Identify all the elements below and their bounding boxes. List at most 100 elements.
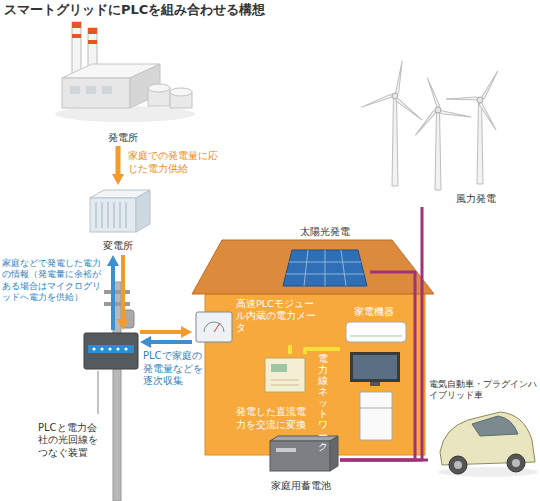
inverter	[271, 364, 287, 372]
appliances: 家電機器	[340, 305, 408, 442]
wind-turbine	[480, 71, 500, 102]
utility-pole	[104, 282, 134, 501]
node-label: 電気自動車・プラグインハイブリッド車	[429, 379, 537, 402]
edge-label: 家庭での発電量に応じた電力供給	[128, 150, 223, 175]
connector	[112, 146, 124, 185]
connector-line	[121, 255, 125, 322]
power-plant-illustration	[148, 84, 170, 92]
diagram-title: スマートグリッドにPLCを組み合わせる構想	[4, 2, 265, 18]
wind-turbine	[477, 100, 497, 131]
wind-turbine	[477, 100, 483, 184]
connector-line	[140, 330, 184, 334]
house-illustration	[192, 240, 434, 294]
electric-meter	[196, 312, 232, 342]
substation-illustration	[90, 190, 150, 232]
electric-meter	[214, 323, 220, 332]
power-plant-illustration	[88, 28, 97, 34]
node-label: 発電所	[108, 132, 138, 145]
wind-turbine	[446, 71, 500, 184]
network-label: 電力線ネットワーク	[318, 353, 328, 452]
plc-device	[108, 347, 111, 350]
power-plant-illustration	[62, 78, 130, 108]
electric-car	[454, 461, 462, 469]
solar-power: 太陽光発電	[280, 226, 370, 288]
edge-label-box: 家庭などで発電した電力の情報（発電量に余裕がある場合はマイクログリッドへ電力を供…	[2, 258, 102, 303]
power-plant-illustration	[88, 40, 97, 44]
arrow-head	[140, 336, 151, 348]
wind-turbine	[477, 97, 483, 103]
connector-line	[340, 459, 428, 462]
substation: 変電所	[83, 185, 153, 255]
connector-line	[148, 340, 192, 344]
plc-device	[84, 333, 138, 369]
house-illustration	[205, 294, 425, 455]
solar-panel	[283, 250, 367, 286]
substation-illustration	[136, 190, 150, 232]
inverter: 発電した直流電力を交流に変換	[235, 354, 312, 432]
node-label: 家電機器	[354, 306, 394, 319]
edge-label: 家庭などで発電した電力の情報（発電量に余裕がある場合はマイクログリッドへ電力を供…	[2, 258, 102, 303]
solar-panel	[283, 250, 367, 286]
wind-turbine	[392, 93, 398, 99]
wind-power: 風力発電	[356, 56, 518, 207]
home-appliances	[360, 408, 392, 409]
title-box: スマートグリッドにPLCを組み合わせる構想	[4, 2, 265, 18]
wind-turbine	[395, 61, 404, 97]
wind-turbine	[435, 110, 441, 190]
utility-pole	[104, 290, 130, 294]
power-plant-illustration	[170, 88, 192, 96]
node-label: 太陽光発電	[300, 226, 350, 239]
plc-gateway: PLCと電力会社の光回線をつなぐ装置	[36, 330, 140, 462]
arrow-head	[117, 319, 129, 330]
inverter	[265, 358, 305, 392]
solar-panel	[286, 250, 364, 286]
home-appliances	[350, 336, 402, 337]
connector	[340, 460, 428, 461]
node-label: 発電した直流電力を交流に変換	[236, 406, 311, 431]
home-battery: 家庭用蓄電池	[262, 438, 340, 494]
arrow-head	[112, 174, 124, 185]
plc-device	[124, 347, 127, 350]
power-plant: 発電所	[55, 22, 190, 146]
wind-turbine	[414, 108, 438, 136]
connector	[140, 326, 192, 348]
edge-label-box: PLCで家庭の発電量などを逐次収集	[143, 350, 205, 388]
connector	[340, 207, 422, 460]
home-appliances	[353, 355, 397, 379]
free-label-box: 電力線ネットワーク	[318, 353, 328, 452]
plc-device	[116, 347, 119, 350]
connector	[107, 255, 129, 330]
node-label: 風力発電	[456, 193, 496, 206]
power-plant-illustration	[86, 86, 96, 94]
home-appliances	[370, 382, 380, 386]
edge-label-box: 家庭での発電量に応じた電力供給	[128, 150, 223, 175]
arrow-head	[181, 326, 192, 338]
inverter	[271, 380, 299, 385]
home-battery	[276, 448, 296, 452]
smart-meter: 高速PLCモジュール内蔵の電力メータ	[192, 296, 318, 345]
wind-turbine	[360, 93, 395, 108]
home-battery	[330, 436, 338, 471]
connector-line	[340, 272, 415, 460]
electric-meter	[204, 322, 224, 332]
plc-device	[88, 345, 134, 353]
connector-line	[340, 207, 422, 460]
plc-device	[92, 347, 95, 350]
wind-turbine	[426, 77, 440, 110]
plc-device	[84, 333, 138, 369]
wind-turbine	[360, 61, 422, 186]
electric-car	[449, 456, 467, 474]
utility-pole	[104, 302, 130, 306]
node-label: 変電所	[103, 240, 133, 253]
edge-label: PLCで家庭の発電量などを逐次収集	[143, 350, 205, 388]
home-appliances	[346, 322, 406, 440]
power-plant-illustration	[55, 22, 195, 122]
wind-turbine	[414, 77, 472, 190]
plc-device	[100, 347, 103, 350]
arrow-head	[107, 255, 119, 266]
electric-car	[438, 412, 538, 477]
electric-vehicle: 電気自動車・プラグインハイブリッド車	[428, 378, 538, 480]
wind-turbine	[392, 96, 398, 186]
home-appliances	[360, 392, 392, 440]
power-plant-illustration	[72, 22, 81, 28]
